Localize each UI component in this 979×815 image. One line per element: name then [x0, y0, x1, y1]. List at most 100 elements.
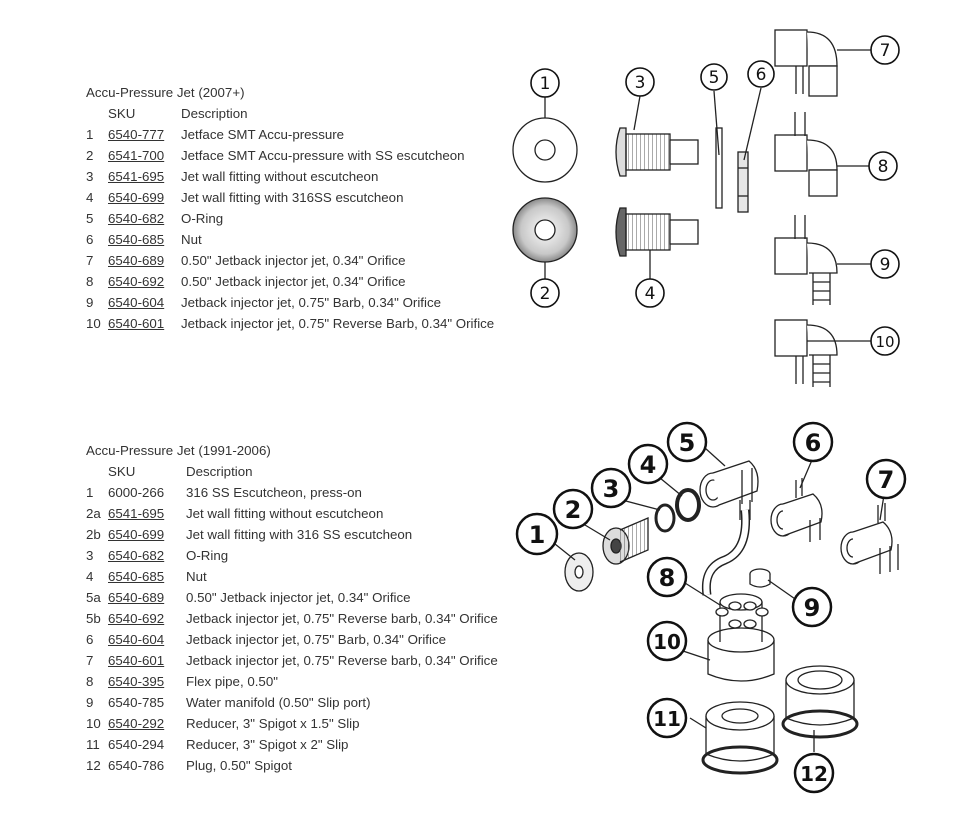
part-elbow-8-icon [774, 112, 838, 197]
callout-diagram2-1: 1 [515, 512, 559, 556]
part-description: Jetback injector jet, 0.75" Barb, 0.34" … [186, 632, 446, 647]
sku-link[interactable]: 6540-692 [108, 274, 165, 289]
sku-link[interactable]: 6540-604 [108, 295, 165, 310]
callout-diagram2-6: 6 [792, 421, 834, 463]
sku-link[interactable]: 6540-692 [108, 611, 165, 626]
callout-diagram2-5: 5 [666, 421, 708, 463]
diagram-2007 [512, 29, 871, 387]
callout-diagram1-5: 5 [700, 63, 728, 91]
table-row: 6 6540-604 Jetback injector jet, 0.75" Bar… [86, 629, 498, 650]
section2-title: Accu-Pressure Jet (1991-2006) [86, 443, 271, 458]
part2-wall-fitting-icon [602, 517, 649, 565]
part-o-ring-icon [715, 127, 723, 209]
part-number: 8 [86, 674, 94, 689]
part-description: Jet wall fitting without escutcheon [181, 169, 379, 184]
sku-link[interactable]: 6540-689 [108, 590, 165, 605]
sku-link[interactable]: 6540-777 [108, 127, 165, 142]
sku-link[interactable]: 6541-695 [108, 506, 165, 521]
sku-link[interactable]: 6540-685 [108, 569, 165, 584]
sku-link[interactable]: 6540-395 [108, 674, 165, 689]
part-number: 4 [86, 569, 94, 584]
part-number: 9 [86, 695, 94, 710]
part-number: 2b [86, 527, 101, 542]
table-row: 11 6540-294 Reducer, 3" Spigot x 2" Slip [86, 734, 498, 755]
callout-label: 6 [805, 429, 822, 457]
callout-label: 6 [756, 65, 767, 85]
callout-diagram2-8: 8 [646, 556, 688, 598]
callout-label: 7 [878, 466, 895, 494]
callout-label: 10 [653, 630, 681, 654]
description-header: Description [181, 106, 248, 121]
part2-jetback-reverse-icon [840, 503, 899, 574]
sku-link[interactable]: 6541-695 [108, 169, 165, 184]
part-number: 11 [86, 737, 100, 752]
callout-label: 12 [800, 762, 828, 786]
part-number: 1 [86, 485, 94, 500]
sku-link[interactable]: 6540-601 [108, 653, 165, 668]
part-description: Jet wall fitting without escutcheon [186, 506, 384, 521]
sku-link[interactable]: 6540-699 [108, 527, 165, 542]
part-number: 5a [86, 590, 101, 605]
callout-label: 1 [540, 74, 551, 94]
sku-text: 6000-266 [108, 485, 165, 500]
sku-link[interactable]: 6540-601 [108, 316, 165, 331]
callout-label: 5 [679, 429, 696, 457]
callout-label: 8 [659, 564, 676, 592]
sku-link[interactable]: 6540-685 [108, 232, 165, 247]
part-number: 3 [86, 169, 94, 184]
sku-link[interactable]: 6540-689 [108, 253, 165, 268]
callout-label: 5 [709, 68, 720, 88]
callout-diagram2-12: 12 [793, 752, 835, 794]
part-number: 4 [86, 190, 94, 205]
sku-link[interactable]: 6540-682 [108, 548, 165, 563]
part-number: 1 [86, 127, 94, 142]
callout-diagram1-6: 6 [747, 60, 775, 88]
leader-lines-1991 [549, 447, 885, 752]
part-number: 6 [86, 632, 94, 647]
callout-diagram1-3: 3 [625, 67, 655, 97]
callout-diagram2-4: 4 [627, 443, 669, 485]
callout-label: 9 [880, 255, 891, 275]
sku-link[interactable]: 6540-604 [108, 632, 165, 647]
callout-diagram1-7: 7 [870, 35, 900, 65]
section1-title: Accu-Pressure Jet (2007+) [86, 85, 245, 100]
sku-link[interactable]: 6540-682 [108, 211, 165, 226]
sku-text: 6540-294 [108, 737, 165, 752]
part-number: 8 [86, 274, 94, 289]
part-description: Reducer, 3" Spigot x 2" Slip [186, 737, 349, 752]
sku-text: 6540-786 [108, 758, 165, 773]
part-wall-fitting-ss-icon [615, 207, 699, 257]
part-number: 10 [86, 716, 101, 731]
sku-link[interactable]: 6541-700 [108, 148, 165, 163]
part-wall-fitting-icon [615, 127, 699, 177]
part2-nut-icon [675, 488, 701, 522]
callout-label: 11 [653, 707, 681, 731]
callout-diagram2-9: 9 [791, 586, 833, 628]
sku-link[interactable]: 6540-292 [108, 716, 165, 731]
sku-header: SKU [108, 464, 136, 479]
table-row: 1 6000-266 316 SS Escutcheon, press-on [86, 482, 498, 503]
part-number: 9 [86, 295, 94, 310]
callout-diagram2-2: 2 [552, 488, 594, 530]
part-description: 0.50" Jetback injector jet, 0.34" Orific… [186, 590, 411, 605]
sku-text: 6540-785 [108, 695, 165, 710]
callout-diagram1-1: 1 [530, 68, 560, 98]
part-description: 316 SS Escutcheon, press-on [186, 485, 362, 500]
part-ss-escutcheon-icon [512, 197, 578, 263]
sku-link[interactable]: 6540-699 [108, 190, 165, 205]
part-description: O-Ring [181, 211, 224, 226]
part2-reducer-10-icon [701, 701, 779, 775]
